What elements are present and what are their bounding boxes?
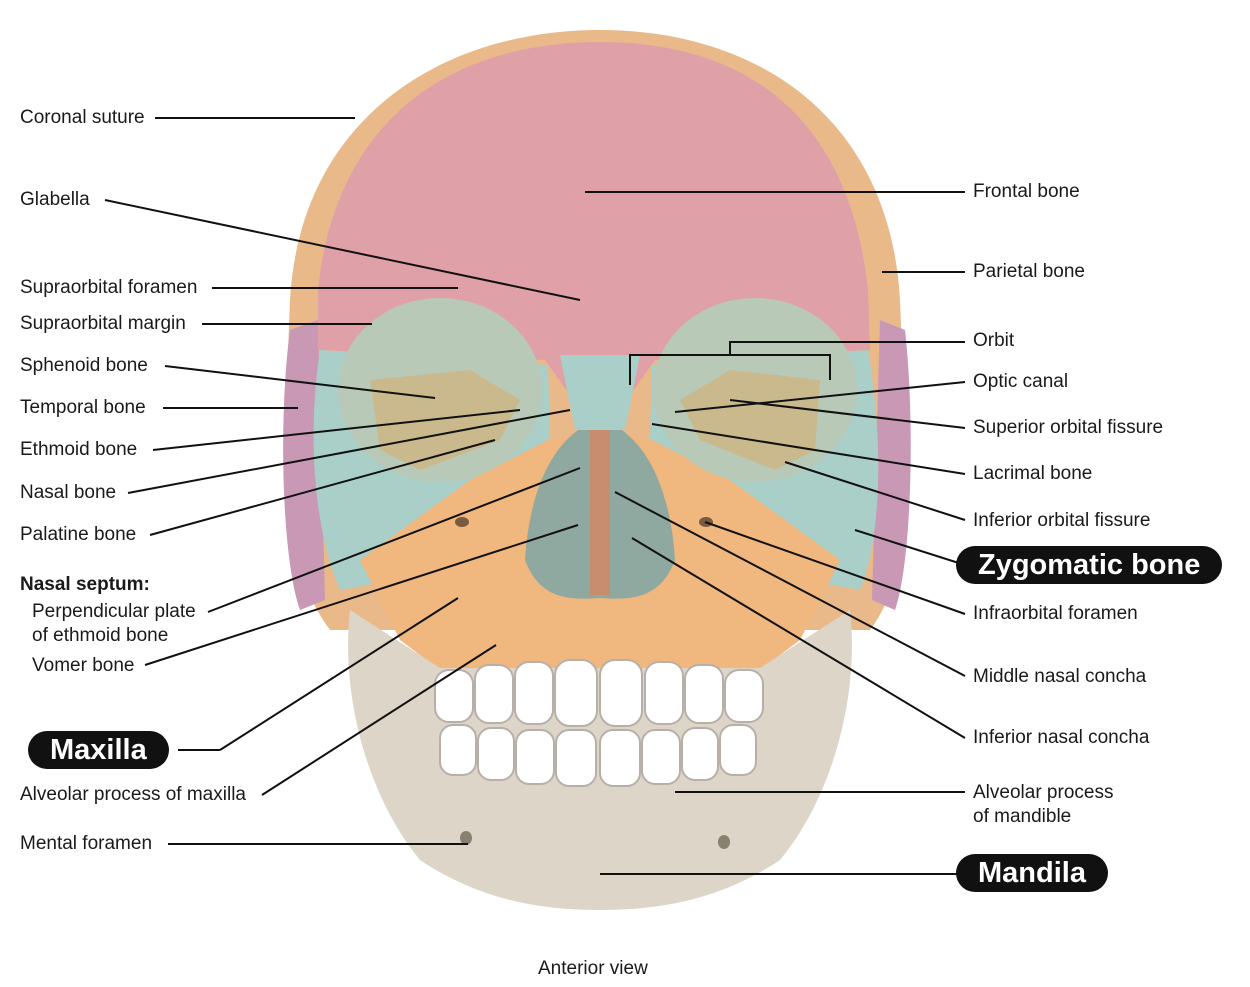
teeth-group: [434, 659, 764, 787]
temporal-bone-left-shape: [283, 320, 325, 610]
infraorbital-foramen-left: [455, 517, 469, 527]
label-nasal-septum: Nasal septum:: [20, 574, 150, 595]
label-perpendicular-plate-line2: of ethmoid bone: [32, 625, 169, 646]
label-parietal-bone: Parietal bone: [973, 261, 1085, 282]
label-lacrimal-bone: Lacrimal bone: [973, 463, 1093, 484]
label-zygomatic-bone: Zygomatic bone: [956, 546, 1223, 584]
label-frontal-bone: Frontal bone: [973, 181, 1080, 202]
label-mental-foramen: Mental foramen: [20, 833, 153, 854]
label-coronal-suture: Coronal suture: [20, 107, 145, 128]
label-vomer-bone: Vomer bone: [32, 655, 135, 676]
label-sphenoid-bone: Sphenoid bone: [20, 355, 148, 376]
label-orbit: Orbit: [973, 330, 1015, 351]
label-maxilla: Maxilla: [28, 731, 169, 769]
label-nasal-bone: Nasal bone: [20, 482, 117, 503]
label-alveolar-process-mandible-line2: of mandible: [973, 806, 1072, 827]
mental-foramen-left: [460, 831, 472, 845]
label-infraorbital-foramen: Infraorbital foramen: [973, 603, 1138, 624]
label-superior-orbital-fissure: Superior orbital fissure: [973, 417, 1164, 438]
view-caption: Anterior view: [538, 958, 648, 979]
label-alveolar-process-mandible-line1: Alveolar process: [973, 782, 1114, 803]
label-ethmoid-bone: Ethmoid bone: [20, 439, 138, 460]
label-optic-canal: Optic canal: [973, 371, 1069, 392]
label-temporal-bone: Temporal bone: [20, 397, 146, 418]
label-supraorbital-margin: Supraorbital margin: [20, 313, 186, 334]
label-palatine-bone: Palatine bone: [20, 524, 137, 545]
label-inferior-nasal-concha: Inferior nasal concha: [973, 727, 1150, 748]
mental-foramen-right: [718, 835, 730, 849]
label-perpendicular-plate-line1: Perpendicular plate: [32, 601, 196, 622]
label-inferior-orbital-fissure: Inferior orbital fissure: [973, 510, 1151, 531]
leader-lines: [104, 117, 966, 875]
label-mandible: Mandila: [956, 854, 1108, 892]
label-glabella: Glabella: [20, 189, 90, 210]
label-supraorbital-foramen: Supraorbital foramen: [20, 277, 198, 298]
nasal-septum-shape: [590, 430, 610, 595]
nasal-bone-shape: [560, 355, 640, 430]
label-middle-nasal-concha: Middle nasal concha: [973, 666, 1147, 687]
label-alveolar-process-maxilla: Alveolar process of maxilla: [20, 784, 246, 805]
